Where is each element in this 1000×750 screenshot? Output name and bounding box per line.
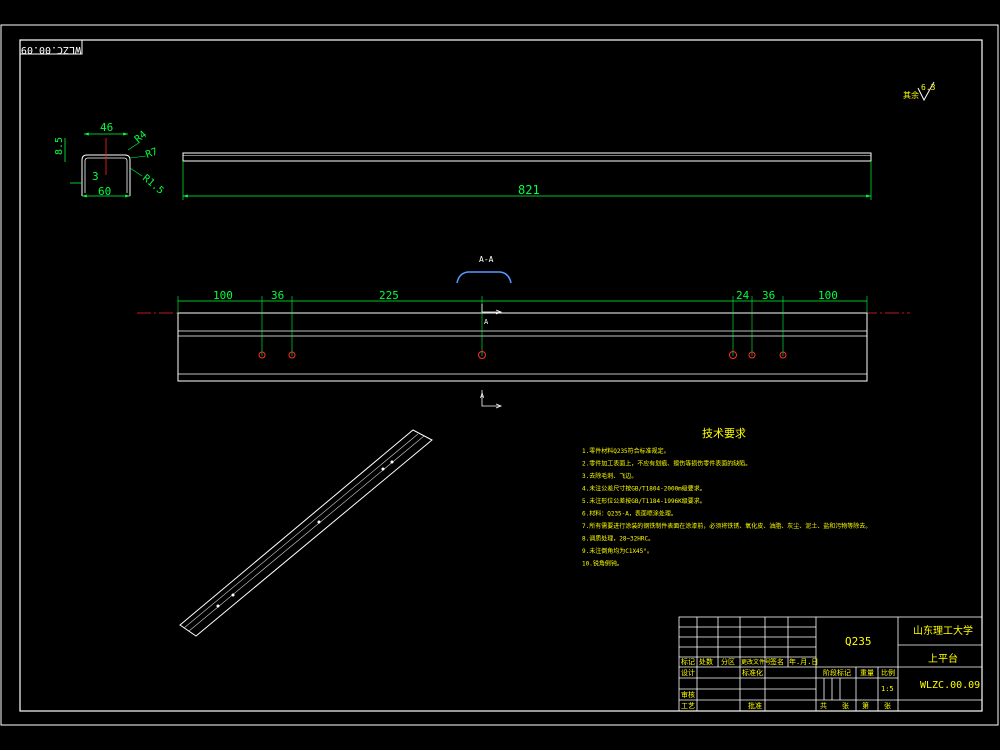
tb-signature: 签名 <box>770 657 784 666</box>
tb-material: Q235 <box>845 635 872 648</box>
surface-finish-symbol: 其余 6.3 <box>903 81 936 102</box>
tech-req-item: 9.未注倒角均为C1X45°。 <box>582 547 653 555</box>
tech-req-item: 1.零件材料Q235符合标准规定。 <box>582 447 670 455</box>
tb-no: 第 <box>862 701 869 710</box>
tb-count: 处数 <box>699 657 713 666</box>
dim-thickness-3: 3 <box>92 170 99 183</box>
dim-r7: R7 <box>144 146 159 160</box>
surface-finish-value: 6.3 <box>921 83 936 92</box>
side-view: 821 <box>182 152 872 200</box>
hole-3 <box>478 351 486 359</box>
tb-drawing-code: WLZC.00.09 <box>920 680 980 691</box>
tb-standardize: 标准化 <box>742 668 763 677</box>
hole-2 <box>288 351 296 359</box>
tech-req-item: 10.锐角倒钝。 <box>582 560 623 568</box>
tech-req-title: 技术要求 <box>702 427 746 440</box>
surface-finish-label: 其余 <box>903 90 919 100</box>
tech-req-item: 6.材料：Q235-A，表面喷涂处理。 <box>582 510 677 518</box>
section-profile-view: 46 60 8.5 3 R4 R7 R1.5 <box>54 121 166 198</box>
tech-req-item: 2.零件加工表面上，不应有划痕、擦伤等损伤零件表面的缺陷。 <box>582 460 751 468</box>
tb-process: 工艺 <box>681 702 695 710</box>
mirrored-drawing-code: WLZC.00.09 <box>21 44 81 55</box>
tb-stage-mark: 阶段标记 <box>823 668 851 677</box>
tech-req-item: 3.去除毛刺、飞边。 <box>582 472 637 480</box>
tb-sheet2: 张 <box>884 701 891 710</box>
tb-date: 年.月.日 <box>789 657 818 666</box>
tb-part-name: 上平台 <box>928 652 958 665</box>
title-block-text: Q235 山东理工大学 上平台 WLZC.00.09 1:5 标记 处数 分区 … <box>681 624 980 710</box>
dim-left-100: 100 <box>213 289 233 302</box>
section-arrow-a-top: A <box>484 318 489 326</box>
tech-req-item: 7.所有需要进行涂装的钢铁制件表面在涂漆前，必须将铁锈、氧化皮、油脂、灰尘、泥土… <box>582 522 871 530</box>
dim-bottom-60: 60 <box>98 185 111 198</box>
hole-6 <box>779 351 787 359</box>
tb-total: 共 <box>820 701 827 710</box>
tb-sheet: 张 <box>842 701 849 710</box>
dim-r1-5: R1.5 <box>140 173 166 197</box>
mirrored-code-box: WLZC.00.09 <box>19 39 83 55</box>
tb-school: 山东理工大学 <box>913 624 973 637</box>
sheet-frame <box>0 24 999 726</box>
dim-height-8-5: 8.5 <box>54 137 65 155</box>
tb-scale-label: 比例 <box>881 668 895 677</box>
technical-requirements: 技术要求 1.零件材料Q235符合标准规定。 2.零件加工表面上，不应有划痕、擦伤… <box>582 427 871 568</box>
tb-scale: 1:5 <box>881 685 894 693</box>
dim-top-46: 46 <box>100 121 113 134</box>
dim-right-36: 36 <box>762 289 775 302</box>
section-arrow-a-bottom: A <box>480 392 485 400</box>
dim-length-821: 821 <box>518 183 540 197</box>
tb-weight: 重量 <box>860 669 874 677</box>
tech-req-item: 4.未注公差尺寸按GB/T1804-2000m级要求。 <box>582 485 706 493</box>
dim-r4: R4 <box>133 129 149 145</box>
section-a-a-marker: A-A <box>456 255 512 284</box>
hole-1 <box>258 351 266 359</box>
tb-review: 审核 <box>681 690 695 699</box>
isometric-view <box>179 429 433 637</box>
tb-approve: 批准 <box>748 701 762 710</box>
hole-4 <box>729 351 737 359</box>
tb-zone: 分区 <box>721 657 735 666</box>
dim-right-100: 100 <box>818 289 838 302</box>
tb-design: 设计 <box>681 668 695 677</box>
tech-req-item: 5.未注形位公差按GB/T1184-1996K级要求。 <box>582 497 706 505</box>
tb-marker: 标记 <box>681 657 695 666</box>
dim-left-36: 36 <box>271 289 284 302</box>
hole-5 <box>748 351 756 359</box>
dim-right-24: 24 <box>736 289 750 302</box>
section-a-a-label: A-A <box>479 255 494 264</box>
dim-mid-225: 225 <box>379 289 399 302</box>
top-view: 100 36 225 24 36 100 A A <box>137 289 910 409</box>
title-block <box>678 616 983 712</box>
tb-change-doc: 更改文件号 <box>741 658 771 666</box>
tech-req-item: 8.调质处理，28~32HRC。 <box>582 535 654 543</box>
